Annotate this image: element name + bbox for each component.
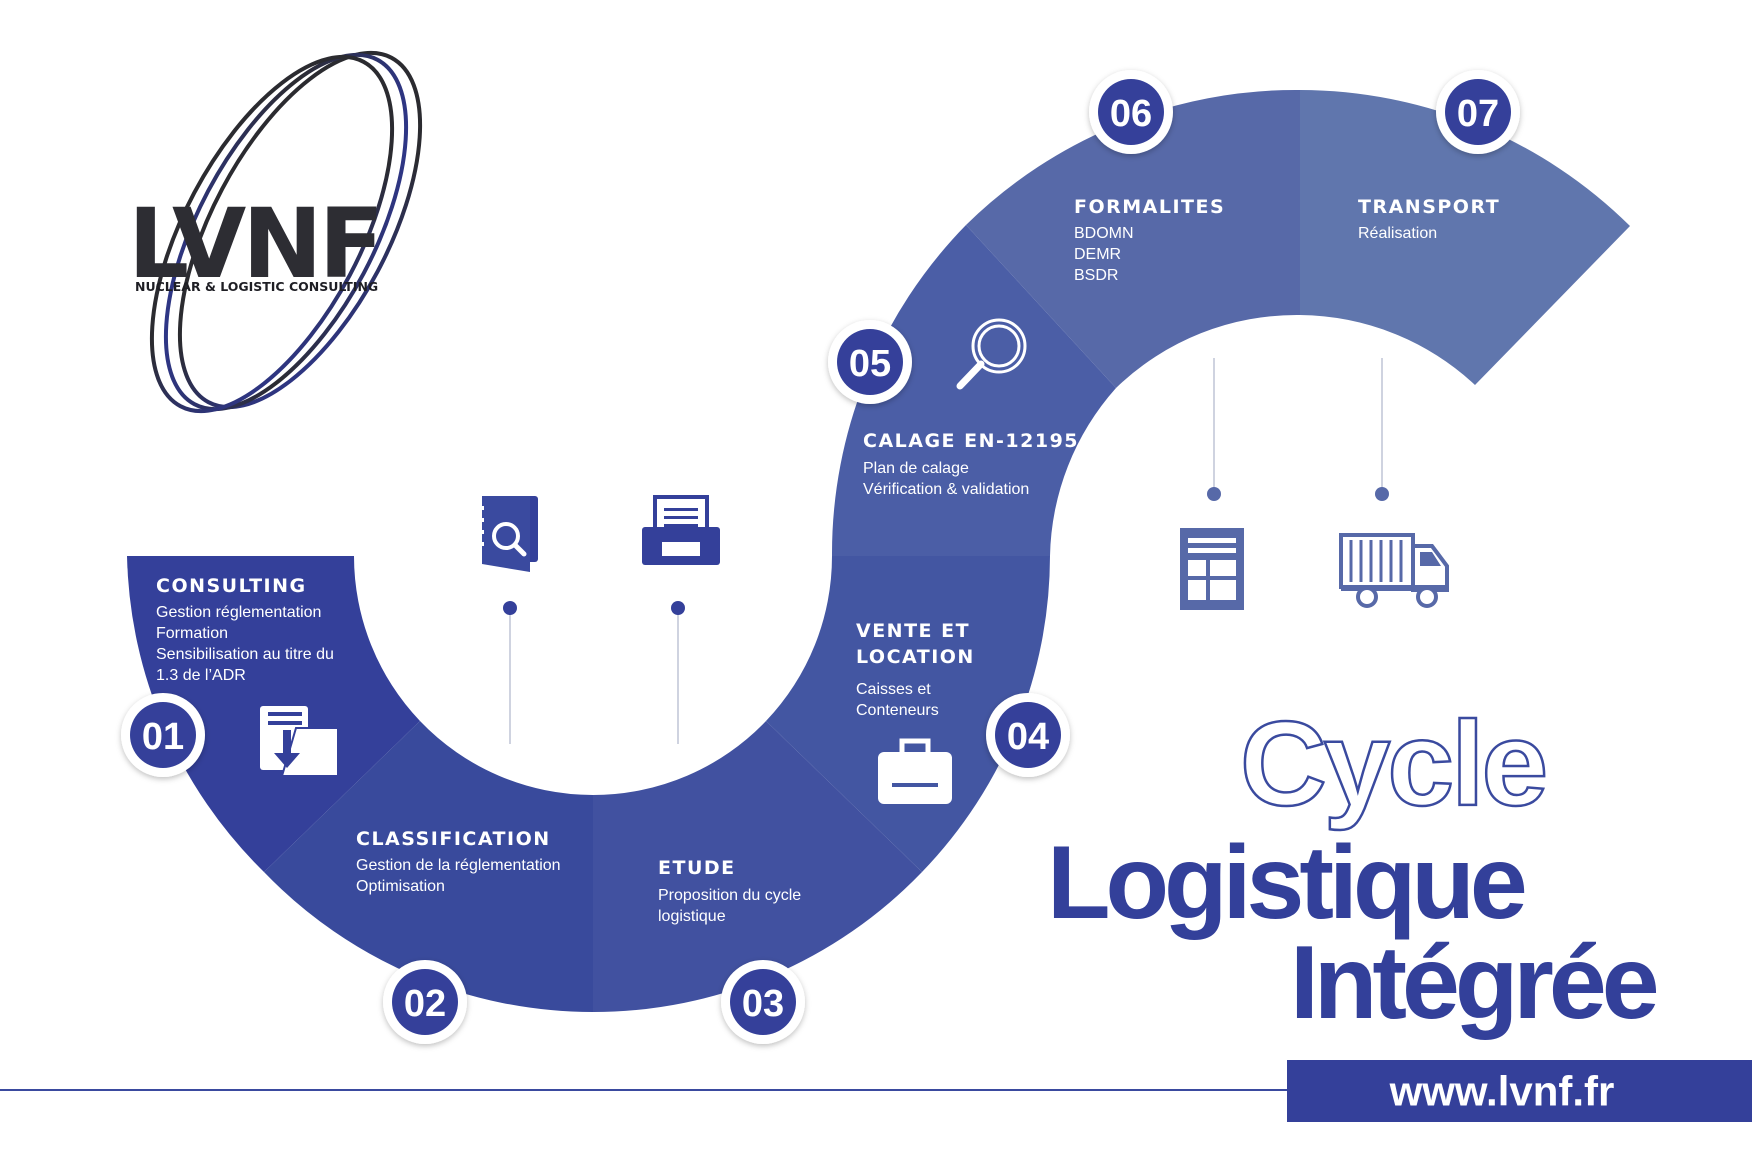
headline-integree: Intégrée xyxy=(1290,925,1657,1041)
badge-number: 02 xyxy=(404,983,446,1025)
badge-07: 07 xyxy=(1436,70,1520,154)
logo-wordmark: LVNF xyxy=(128,188,380,300)
badge-05: 05 xyxy=(828,320,912,404)
stage-line: DEMR xyxy=(1074,246,1121,263)
connector-07 xyxy=(1375,358,1389,501)
stage-title: CLASSIFICATION xyxy=(356,828,551,850)
stage-line: Gestion de la réglementation xyxy=(356,857,561,874)
badge-number: 06 xyxy=(1110,93,1152,135)
badge-number: 04 xyxy=(1007,716,1049,758)
stage-line: Gestion réglementation xyxy=(156,604,321,621)
stage-title: ETUDE xyxy=(658,857,736,879)
badge-number: 03 xyxy=(742,983,784,1025)
magnifier-icon xyxy=(956,318,1027,390)
website-banner xyxy=(1287,1060,1752,1122)
stage-line: Optimisation xyxy=(356,878,445,895)
website-link[interactable]: www.lvnf.fr xyxy=(1389,1068,1615,1115)
band-segment-02 xyxy=(264,721,593,1013)
badge-number: 05 xyxy=(849,343,891,385)
stage-02-text: CLASSIFICATION Gestion de la réglementat… xyxy=(356,828,561,895)
stage-title: TRANSPORT xyxy=(1358,196,1500,218)
delivery-truck-icon xyxy=(1339,533,1449,608)
printer-icon xyxy=(642,495,720,565)
stage-title: VENTE ET xyxy=(856,620,970,642)
lvnf-logo: LVNF NUCLEAR & LOGISTIC CONSULTING xyxy=(128,50,423,414)
stage-line: Plan de calage xyxy=(863,460,969,477)
stage-line: BSDR xyxy=(1074,267,1118,284)
briefcase-icon xyxy=(878,738,952,804)
stage-title: LOCATION xyxy=(856,646,975,668)
headline-cycle: Cycle xyxy=(1240,697,1545,831)
stage-line: Conteneurs xyxy=(856,702,939,719)
stage-title: CALAGE EN-12195 xyxy=(863,430,1079,452)
connector-06 xyxy=(1207,358,1221,501)
stage-line: Vérification & validation xyxy=(863,481,1029,498)
headline: Cycle Logistique Intégrée xyxy=(1047,696,1662,1041)
cycle-band xyxy=(127,89,1630,1013)
stage-07-text: TRANSPORT Réalisation xyxy=(1358,196,1500,242)
logo-tagline: NUCLEAR & LOGISTIC CONSULTING xyxy=(135,279,378,294)
stage-line: logistique xyxy=(658,908,726,925)
badge-04: 04 xyxy=(986,693,1070,777)
stage-04-text: VENTE ET LOCATION Caisses et Conteneurs xyxy=(856,620,975,719)
stage-title: CONSULTING xyxy=(156,575,307,597)
stage-line: 1.3 de l’ADR xyxy=(156,667,246,684)
badge-02: 02 xyxy=(383,960,467,1044)
band-segment-03 xyxy=(593,721,922,1012)
stage-title: FORMALITES xyxy=(1074,196,1225,218)
headline-logistique: Logistique xyxy=(1047,825,1525,941)
stage-line: Caisses et xyxy=(856,681,931,698)
badge-number: 01 xyxy=(142,716,184,758)
connector-02 xyxy=(503,601,517,744)
badge-01: 01 xyxy=(121,693,205,777)
stage-line: Sensibilisation au titre du xyxy=(156,646,334,663)
badge-03: 03 xyxy=(721,960,805,1044)
band-segment-07 xyxy=(1300,90,1630,385)
stage-line: Proposition du cycle xyxy=(658,887,801,904)
search-book-icon xyxy=(478,496,538,572)
band-segment-05 xyxy=(831,225,1116,556)
stage-06-text: FORMALITES BDOMN DEMR BSDR xyxy=(1074,196,1225,284)
band-segment-06 xyxy=(966,89,1300,389)
logo-rings xyxy=(149,50,423,414)
badge-06: 06 xyxy=(1089,70,1173,154)
form-document-icon xyxy=(1180,528,1244,610)
band-segment-04 xyxy=(766,556,1050,872)
stage-line: BDOMN xyxy=(1074,225,1134,242)
connector-03 xyxy=(671,601,685,744)
badge-number: 07 xyxy=(1457,93,1499,135)
document-download-folder-icon xyxy=(260,706,339,777)
stage-line: Réalisation xyxy=(1358,225,1437,242)
stage-03-text: ETUDE Proposition du cycle logistique xyxy=(658,857,801,925)
stage-line: Formation xyxy=(156,625,228,642)
footer: www.lvnf.fr xyxy=(0,1060,1752,1122)
stage-01-text: CONSULTING Gestion réglementation Format… xyxy=(156,575,334,684)
stage-05-text: CALAGE EN-12195 Plan de calage Vérificat… xyxy=(863,430,1079,498)
